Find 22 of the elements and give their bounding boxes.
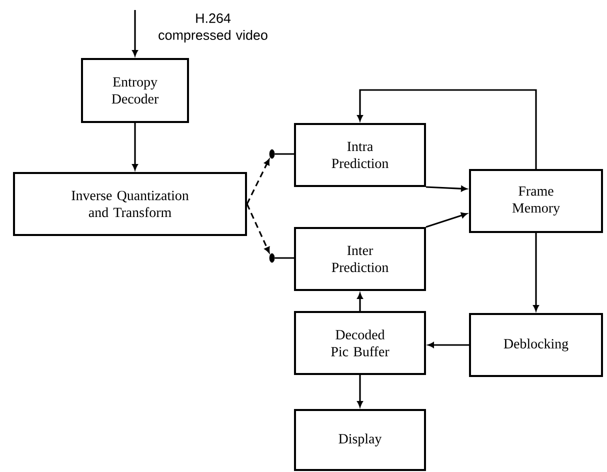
arrow (426, 186, 467, 192)
arrow (426, 212, 468, 228)
arrow (246, 159, 270, 204)
memory-box: Frame Memory (469, 169, 603, 233)
process-box: Deblocking (469, 313, 603, 377)
process-box: Inter Prediction (294, 227, 426, 291)
switch-contact (269, 253, 275, 263)
arrow (357, 293, 363, 311)
buffer-box: Decoded Pic Buffer (294, 311, 426, 375)
process-box: Intra Prediction (294, 123, 426, 187)
arrow (428, 342, 469, 348)
arrow (357, 375, 363, 407)
process-box: Entropy Decoder (81, 58, 189, 123)
process-box: Display (294, 409, 426, 471)
arrow (132, 10, 138, 56)
edge-label: H.264 compressed video (158, 13, 268, 43)
arrow (357, 89, 537, 169)
switch-contact (269, 149, 275, 159)
process-box: Inverse Quantization and Transform (13, 172, 247, 236)
arrow (533, 233, 539, 311)
arrow (132, 123, 138, 170)
arrow (246, 204, 270, 253)
